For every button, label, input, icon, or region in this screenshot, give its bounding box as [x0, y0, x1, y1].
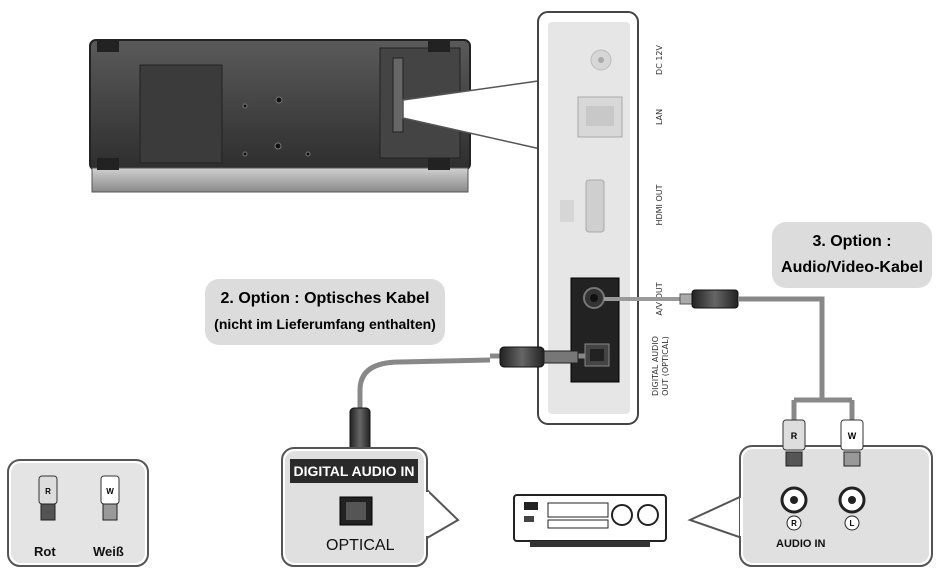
option2-title: 2. Option : Optisches Kabel: [221, 290, 430, 307]
option3-subtitle: Audio/Video-Kabel: [781, 259, 923, 276]
audio-in-label: AUDIO IN: [776, 538, 826, 550]
callout-option-2: 2. Option : Optisches Kabel (nicht im Li…: [205, 279, 445, 345]
port-label-dc: DC 12V: [655, 45, 664, 75]
av-receiver: [513, 494, 667, 547]
av-cable: [604, 289, 855, 422]
color-legend: R W: [7, 459, 149, 567]
port-label-digital-2: OUT (OPTICAL): [661, 336, 670, 396]
player-device: [89, 39, 471, 193]
option3-title: 3. Option :: [812, 233, 891, 250]
hdmi-port-icon: [585, 179, 605, 233]
optical-cable: [349, 346, 585, 467]
plug-letter-r: R: [791, 431, 798, 441]
legend-label-red: Rot: [34, 544, 56, 559]
legend-letter-r: R: [45, 487, 51, 496]
callout-option-3: 3. Option : Audio/Video-Kabel: [772, 222, 932, 288]
port-label-digital-1: DIGITAL AUDIO: [651, 336, 660, 396]
port-label-lan: LAN: [655, 109, 664, 125]
legend-letter-w: W: [106, 487, 114, 496]
dc-jack-icon: [590, 49, 612, 71]
audio-in-box: R W R L: [687, 419, 933, 567]
jack-letter-l: L: [850, 519, 855, 528]
plug-letter-w: W: [848, 431, 857, 441]
jack-letter-r: R: [791, 519, 797, 528]
port-label-hdmi: HDMI OUT: [655, 184, 664, 225]
digital-audio-in-banner: DIGITAL AUDIO IN: [290, 459, 418, 483]
optical-label: OPTICAL: [326, 537, 395, 554]
legend-label-white: Weiß: [93, 544, 124, 559]
option2-subtitle: (nicht im Lieferumfang enthalten): [214, 316, 436, 332]
connector-panel: DC 12V LAN HDMI OUT A/V OUT DIGITAL AUDI…: [537, 11, 670, 425]
